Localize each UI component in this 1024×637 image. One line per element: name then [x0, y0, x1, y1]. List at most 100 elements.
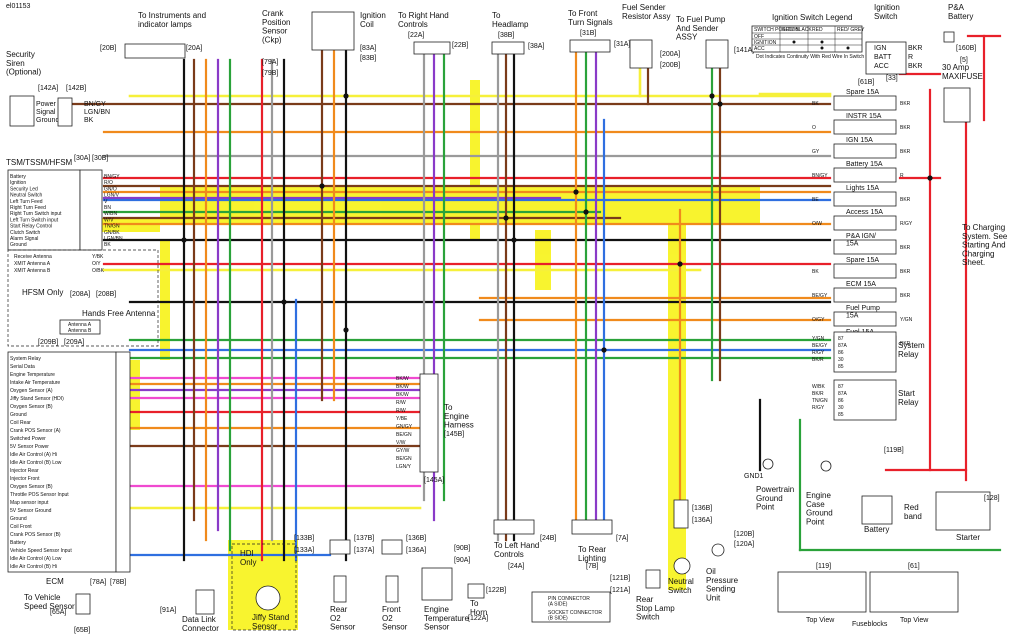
- tsm-label: TSM/TSSM/HFSM: [6, 158, 73, 167]
- pa-connector: [943, 31, 955, 43]
- fuse-label-4: Lights 15A: [846, 185, 879, 192]
- start-pin-2: 86: [838, 398, 844, 404]
- ecm-row-2: Engine Temperature: [10, 372, 55, 378]
- hfsm-only: HFSM Only: [22, 288, 63, 297]
- front-turn-conn-a: [31A]: [614, 41, 630, 48]
- tsm-box: [7, 169, 81, 251]
- fuseblock-61: [869, 571, 959, 613]
- fuse-wire-left-8: BE/GY: [812, 293, 828, 299]
- front-o2-sensor: [385, 575, 399, 603]
- sys-wire-3: BK/R: [812, 357, 824, 363]
- ecm-row-7: Ground: [10, 412, 27, 418]
- jiffy-conn-b: [133B]: [294, 535, 314, 542]
- splice-8: [717, 101, 723, 107]
- fuel-sender-conn-a: [200A]: [660, 51, 680, 58]
- engine-harness-wire-10: BE/GN: [396, 456, 412, 462]
- gnd1-label: GND1: [744, 473, 764, 480]
- horn-connector: [467, 583, 485, 599]
- security-wire-1: LGN/BN: [84, 109, 110, 116]
- hfsm-antenna: Hands Free Antenna: [82, 309, 156, 318]
- wire-layer: [68, 34, 1002, 562]
- top-view-2: Top View: [900, 617, 929, 624]
- fuse-9: [833, 311, 897, 327]
- fuse-wire-right-3: R: [900, 173, 904, 179]
- hfsm-dashed-box: [7, 249, 159, 347]
- battery-icon: [861, 495, 893, 525]
- ignition-switch: IGN BATT ACC BKR R BKR [33] [61B]: [858, 41, 922, 86]
- legend-note: Dot Indicates Continuity With Red Wire I…: [756, 54, 905, 60]
- lhc-conn-a: [24A]: [508, 563, 524, 570]
- headlamp-conn-a: [38A]: [528, 43, 544, 50]
- engine-harness-wire-11: LGN/Y: [396, 464, 412, 470]
- headlamp-connector: [491, 41, 525, 55]
- security-connector: [57, 97, 73, 127]
- tsm-wire-7: W/V: [104, 217, 114, 223]
- tsm-wire-1: R/O: [104, 180, 113, 186]
- fuse-wire-right-6: BKR: [900, 245, 911, 251]
- fuse-conn-bottom: [119B]: [884, 447, 904, 454]
- ign-wire-2: BKR: [908, 63, 922, 70]
- tsm-row-7: Left Turn Switch input: [10, 217, 59, 223]
- tsm-wire-8: TN/GN: [104, 224, 120, 230]
- hdi-dashed-box: [231, 543, 297, 631]
- engine-harness-wire-8: V/W: [396, 440, 406, 446]
- start-wire-3: R/GY: [812, 405, 825, 411]
- speed-connector: [75, 593, 91, 615]
- engine-harness-wire-0: BK/W: [396, 376, 409, 382]
- ecm-row-3: Intake Air Temperature: [10, 380, 60, 386]
- rear-o2-conn-a: [137A]: [354, 547, 374, 554]
- fuseblock-119-conn: [119]: [816, 563, 831, 570]
- ecm-conn-b: [78B]: [110, 579, 126, 586]
- legend-r1: IGNITION: [754, 40, 777, 46]
- ign-legend-table: SWITCH POSITION RED/ BLACK RED RED/ GREY…: [751, 25, 905, 60]
- siren-icon: [9, 95, 35, 127]
- tsm-wire-6: W/BN: [104, 211, 117, 217]
- dlc-connector: [195, 589, 215, 615]
- hfsm-wire-0: Y/BK: [92, 254, 104, 260]
- tsm-wire-5: BN: [104, 205, 111, 211]
- stop-conn-a: [121A]: [610, 587, 630, 594]
- engine-harness-wire-3: R/W: [396, 400, 406, 406]
- splice-13: [927, 175, 933, 181]
- front-o2-connector: [381, 539, 403, 555]
- ecm-row-15: Injector Front: [10, 476, 40, 482]
- fuse-wire-left-7: BK: [812, 269, 819, 275]
- tsm-row-3: Neutral Switch: [10, 193, 42, 199]
- legend-h1: RED/ BLACK: [782, 27, 812, 33]
- fuse-label-5: Access 15A: [846, 209, 883, 216]
- ecm-row-8: Coil Rear: [10, 420, 31, 426]
- splice-9: [181, 237, 187, 243]
- pa-conn: [160B]: [956, 45, 976, 52]
- tsm-row-9: Clutch Switch: [10, 230, 41, 236]
- ecm-row-19: 5V Sensor Ground: [10, 508, 52, 514]
- sys-pin-1: 87A: [838, 343, 848, 349]
- hfsm-conn-a: [208A]: [70, 291, 90, 298]
- fuse-label-8: ECM 15A: [846, 281, 876, 288]
- tsm-conn-b: [30B]: [92, 155, 108, 162]
- engine-harness-wire-5: Y/BE: [396, 416, 408, 422]
- ecm-row-24: Vehicle Speed Sensor Input: [10, 548, 72, 554]
- tsm-conn-a: [30A]: [74, 155, 90, 162]
- ecm-row-6: Oxygen Sensor (B): [10, 404, 53, 410]
- fuse-label-3: Battery 15A: [846, 161, 883, 168]
- fuse-wire-left-9: O/GY: [812, 317, 825, 323]
- temp-conn-b: [90B]: [454, 545, 470, 552]
